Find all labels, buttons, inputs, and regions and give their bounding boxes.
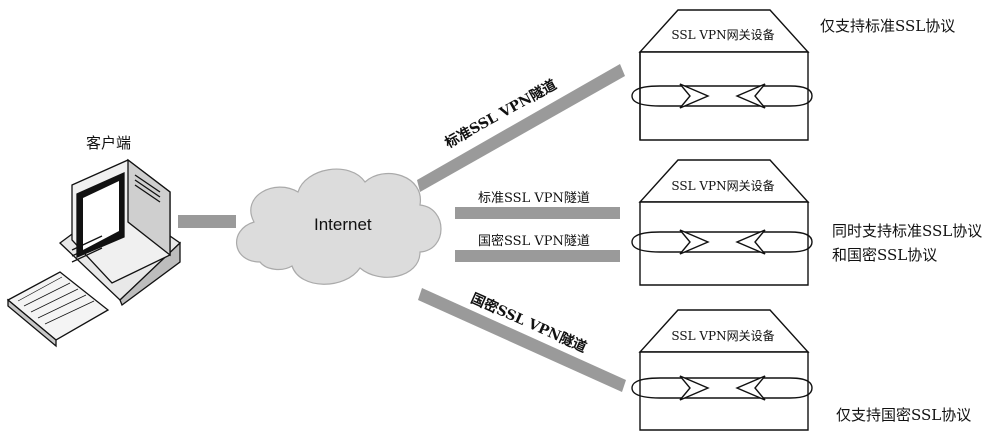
tunnel-top-bar bbox=[417, 64, 625, 192]
client-link-bar bbox=[178, 215, 236, 228]
internet-label: Internet bbox=[314, 215, 372, 234]
device-3-label: SSL VPN网关设备 bbox=[671, 329, 775, 343]
computer-icon bbox=[6, 158, 182, 348]
internet-cloud bbox=[236, 168, 442, 285]
tunnel-mid-standard-label: 标准SSL VPN隧道 bbox=[478, 191, 590, 206]
gateway-device-3 bbox=[631, 309, 813, 431]
tunnel-bottom-bar bbox=[418, 288, 626, 392]
device-2-note-line2: 和国密SSL协议 bbox=[832, 246, 938, 264]
tunnel-mid-national-bar bbox=[455, 250, 620, 262]
device-3-note: 仅支持国密SSL协议 bbox=[836, 406, 972, 424]
device-2-note-line1: 同时支持标准SSL协议 bbox=[832, 222, 983, 240]
gateway-device-1 bbox=[631, 9, 813, 141]
device-2-label: SSL VPN网关设备 bbox=[671, 179, 775, 193]
tunnel-mid-standard-bar bbox=[455, 207, 620, 219]
tunnel-mid-national-label: 国密SSL VPN隧道 bbox=[478, 234, 590, 249]
client-label: 客户端 bbox=[86, 134, 132, 152]
gateway-device-2 bbox=[631, 159, 813, 286]
device-1-label: SSL VPN网关设备 bbox=[671, 28, 775, 42]
device-1-note: 仅支持标准SSL协议 bbox=[820, 17, 956, 35]
